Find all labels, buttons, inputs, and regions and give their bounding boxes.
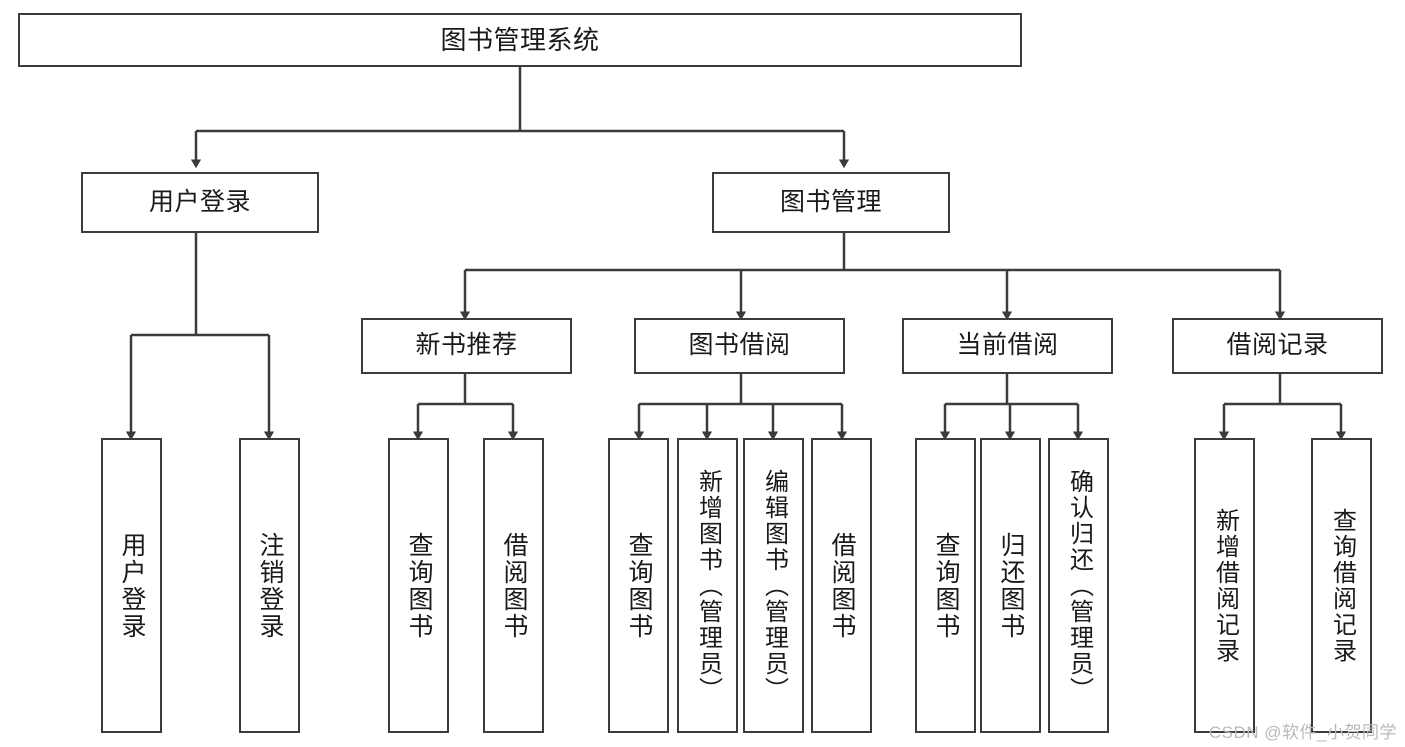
leaf-borrow-book[interactable]: 借阅图书 xyxy=(811,438,872,733)
node-user-login[interactable]: 用户登录 xyxy=(81,172,319,233)
leaf-add-book-admin[interactable]: 新增图书（管理员） xyxy=(677,438,738,733)
leaf-logout-label: 注销登录 xyxy=(256,531,284,640)
node-current-borrow-label: 当前借阅 xyxy=(956,331,1059,360)
node-root-label: 图书管理系统 xyxy=(440,24,600,55)
node-book-management-label: 图书管理 xyxy=(779,187,882,216)
leaf-borrow-book-recommend-label: 借阅图书 xyxy=(500,531,528,640)
leaf-query-book-current[interactable]: 查询图书 xyxy=(915,438,976,733)
leaf-confirm-return-admin[interactable]: 确认归还（管理员） xyxy=(1048,438,1109,733)
leaf-edit-book-admin-label: 编辑图书（管理员） xyxy=(760,468,788,703)
node-borrow-record-label: 借阅记录 xyxy=(1226,331,1329,360)
node-book-borrow-label: 图书借阅 xyxy=(688,331,791,360)
node-new-book-recommend[interactable]: 新书推荐 xyxy=(361,318,572,374)
leaf-query-borrow-record[interactable]: 查询借阅记录 xyxy=(1311,438,1372,733)
leaf-query-borrow-record-label: 查询借阅记录 xyxy=(1328,507,1356,664)
leaf-edit-book-admin[interactable]: 编辑图书（管理员） xyxy=(743,438,804,733)
leaf-query-book-current-label: 查询图书 xyxy=(932,531,960,640)
node-borrow-record[interactable]: 借阅记录 xyxy=(1172,318,1383,374)
leaf-borrow-book-label: 借阅图书 xyxy=(828,531,856,640)
node-book-management[interactable]: 图书管理 xyxy=(712,172,950,233)
node-user-login-label: 用户登录 xyxy=(148,187,251,216)
node-book-borrow[interactable]: 图书借阅 xyxy=(634,318,845,374)
leaf-query-book-recommend[interactable]: 查询图书 xyxy=(388,438,449,733)
node-new-book-recommend-label: 新书推荐 xyxy=(415,331,518,360)
leaf-add-borrow-record[interactable]: 新增借阅记录 xyxy=(1194,438,1255,733)
node-current-borrow[interactable]: 当前借阅 xyxy=(902,318,1113,374)
leaf-logout[interactable]: 注销登录 xyxy=(239,438,300,733)
leaf-borrow-book-recommend[interactable]: 借阅图书 xyxy=(483,438,544,733)
node-root[interactable]: 图书管理系统 xyxy=(18,13,1022,67)
leaf-return-book-label: 归还图书 xyxy=(997,531,1025,640)
leaf-query-book-recommend-label: 查询图书 xyxy=(405,531,433,640)
watermark-text: CSDN @软件_小贺同学 xyxy=(1208,723,1397,742)
leaf-query-book-borrow-label: 查询图书 xyxy=(625,531,653,640)
leaf-return-book[interactable]: 归还图书 xyxy=(980,438,1041,733)
leaf-query-book-borrow[interactable]: 查询图书 xyxy=(608,438,669,733)
leaf-add-borrow-record-label: 新增借阅记录 xyxy=(1211,507,1239,664)
leaf-user-login-label: 用户登录 xyxy=(118,531,146,640)
leaf-add-book-admin-label: 新增图书（管理员） xyxy=(694,468,722,703)
leaf-confirm-return-admin-label: 确认归还（管理员） xyxy=(1065,468,1093,703)
leaf-user-login[interactable]: 用户登录 xyxy=(101,438,162,733)
